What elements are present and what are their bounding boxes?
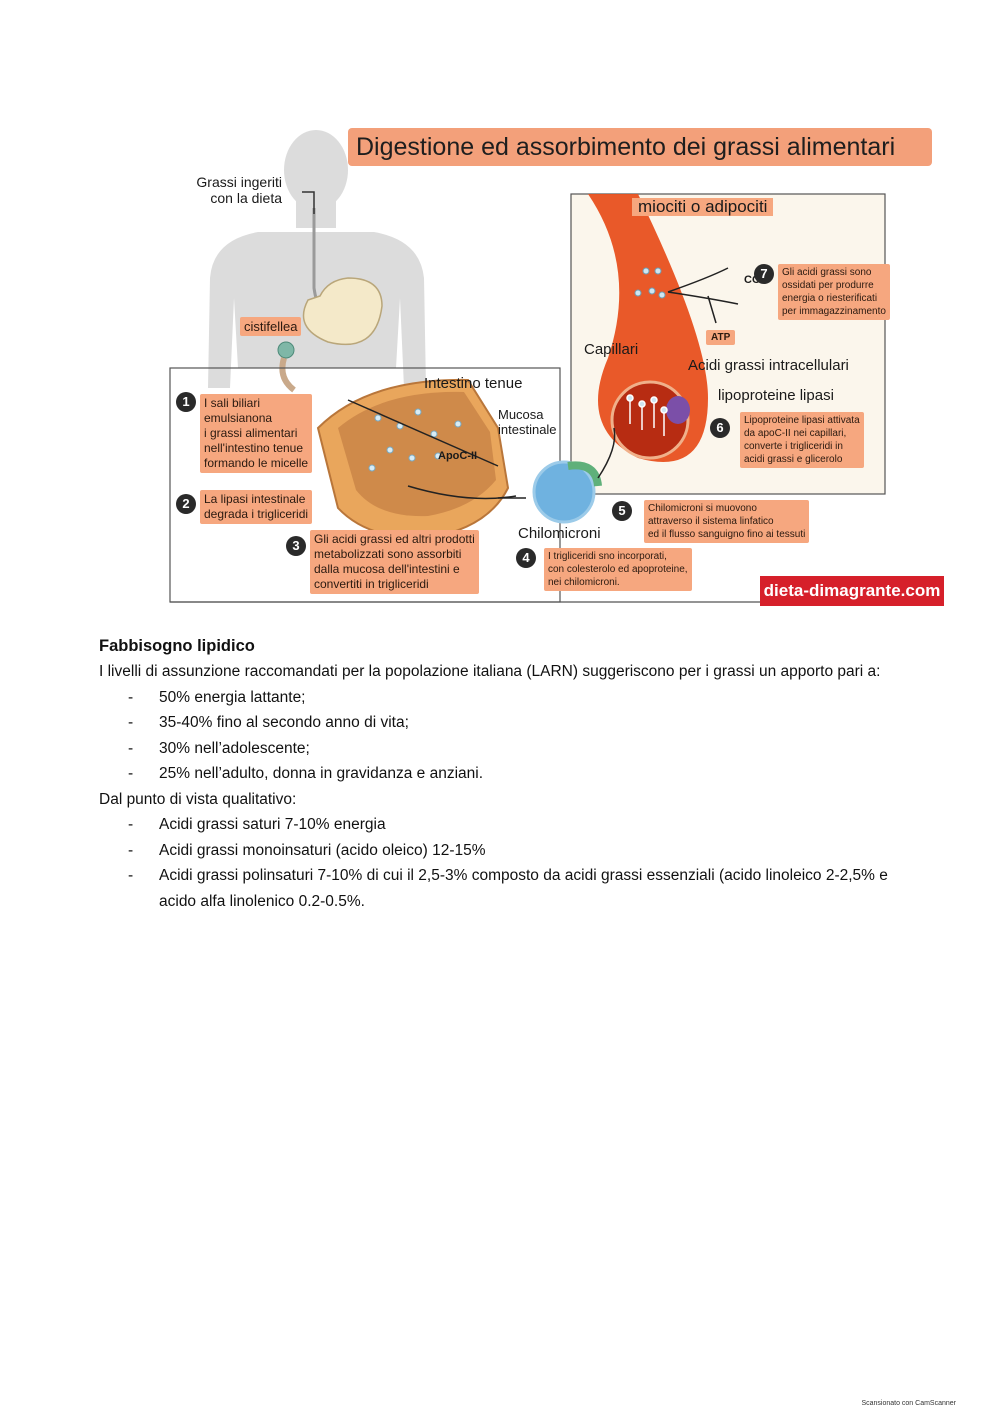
list-item: -Acidi grassi monoinsaturi (acido oleico… [99,838,899,864]
step-1-marker: 1 [176,392,196,412]
apoc-ii-label: ApoC-II [438,448,477,464]
list-item: -Acidi grassi polinsaturi 7-10% di cui i… [99,863,899,914]
step-5-marker: 5 [612,501,632,521]
lipase-enzyme [666,396,690,424]
section-heading: Fabbisogno lipidico [99,634,899,659]
step-6-marker: 6 [710,418,730,438]
human-silhouette [208,130,426,388]
step-4-marker: 4 [516,548,536,568]
step-6-text: Lipoproteine lipasi attivata da apoC-II … [740,412,864,468]
list-item: -30% nell’adolescente; [99,736,899,762]
step-3-text: Gli acidi grassi ed altri prodotti metab… [310,530,479,594]
list-item: -50% energia lattante; [99,685,899,711]
step-5-text: Chilomicroni si muovono attraverso il si… [644,500,809,543]
list-item: -35-40% fino al secondo anno di vita; [99,710,899,736]
lipid-requirement-section: Fabbisogno lipidico I livelli di assunzi… [99,634,899,914]
step-1-text: I sali biliari emulsianona i grassi alim… [200,394,312,473]
lipoprotein-lipase-label: lipoproteine lipasi [718,388,834,404]
chylomicrons-label: Chilomicroni [518,526,601,542]
muscle-fat-cells-label: miociti o adipociti [632,198,773,216]
qualitative-list: -Acidi grassi saturi 7-10% energia -Acid… [99,812,899,914]
ingested-fats-label: Grassi ingeriti con la dieta [178,174,282,206]
intestinal-mucosa-label: Mucosa intestinale [498,407,557,437]
gallbladder-label: cistifellea [240,317,301,336]
step-2-text: La lipasi intestinale degrada i triglice… [200,490,312,524]
step-4-text: I trigliceridi sno incorporati, con cole… [544,548,692,591]
figure-title: Digestione ed assorbimento dei grassi al… [348,128,932,166]
small-intestine-label: Intestino tenue [424,376,522,392]
intro-paragraph: I livelli di assunzione raccomandati per… [99,659,899,685]
intake-list: -50% energia lattante; -35-40% fino al s… [99,685,899,787]
intracellular-fatty-acids-label: Acidi grassi intracellulari [688,358,849,374]
step-3-marker: 3 [286,536,306,556]
qualitative-intro: Dal punto di vista qualitativo: [99,787,899,813]
step-7-marker: 7 [754,264,774,284]
list-item: -Acidi grassi saturi 7-10% energia [99,812,899,838]
step-2-marker: 2 [176,494,196,514]
source-watermark: dieta-dimagrante.com [760,576,944,606]
step-7-text: Gli acidi grassi sono ossidati per produ… [778,264,890,320]
capillaries-label: Capillari [584,342,638,358]
digestion-figure: Digestione ed assorbimento dei grassi al… [168,128,944,608]
scanner-footer: Scansionato con CamScanner [861,1400,956,1407]
list-item: -25% nell’adulto, donna in gravidanza e … [99,761,899,787]
atp-label: ATP [706,330,735,345]
